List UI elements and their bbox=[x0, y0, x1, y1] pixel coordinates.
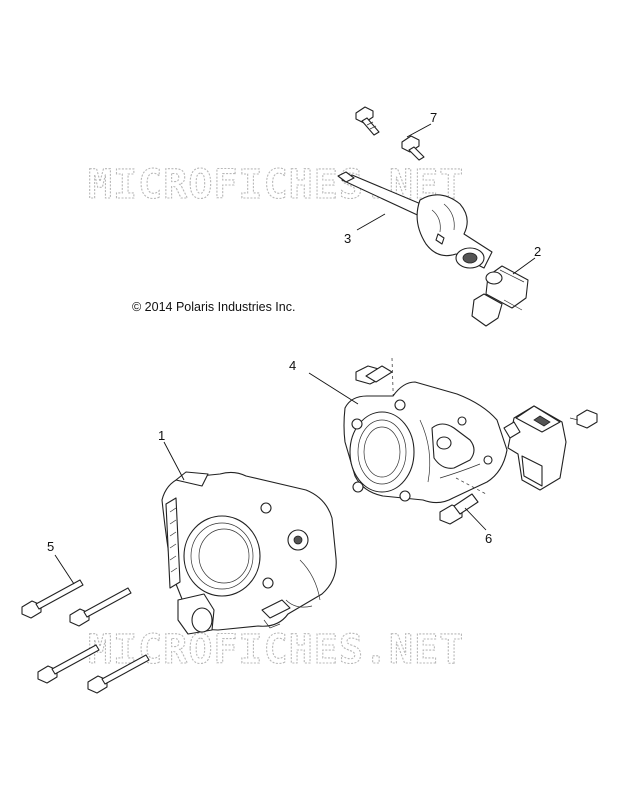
part-6-adapter-bolt bbox=[439, 477, 487, 525]
copyright-text: © 2014 Polaris Industries Inc. bbox=[132, 300, 295, 314]
part-5-bolt-a bbox=[21, 579, 84, 619]
part-1-throttle-body bbox=[161, 471, 337, 635]
callout-1: 1 bbox=[158, 428, 165, 443]
callout-7: 7 bbox=[430, 110, 437, 125]
callout-4: 4 bbox=[289, 358, 296, 373]
callout-6: 6 bbox=[485, 531, 492, 546]
map-sensor bbox=[503, 405, 598, 491]
watermark-bottom: MICROFICHES.NET bbox=[88, 627, 464, 673]
callout-3: 3 bbox=[344, 231, 351, 246]
part-7-bolt-b bbox=[401, 135, 425, 161]
leader-3 bbox=[356, 213, 386, 231]
leader-7 bbox=[406, 123, 432, 138]
part-3-fuel-rail bbox=[337, 171, 493, 269]
leader-2 bbox=[512, 257, 536, 275]
part-7-bolt-a bbox=[355, 106, 380, 136]
part-5-bolt-b bbox=[69, 587, 132, 627]
leader-4 bbox=[308, 372, 359, 405]
leader-1 bbox=[163, 441, 185, 481]
callout-5: 5 bbox=[47, 539, 54, 554]
callout-2: 2 bbox=[534, 244, 541, 259]
leader-5 bbox=[54, 554, 75, 585]
part-5-bolt-c bbox=[37, 644, 100, 684]
part-5-bolt-d bbox=[87, 654, 150, 694]
part-4-throttle-adapter bbox=[343, 357, 508, 504]
leader-6 bbox=[464, 507, 487, 531]
part-2-fuel-injector bbox=[471, 265, 529, 327]
